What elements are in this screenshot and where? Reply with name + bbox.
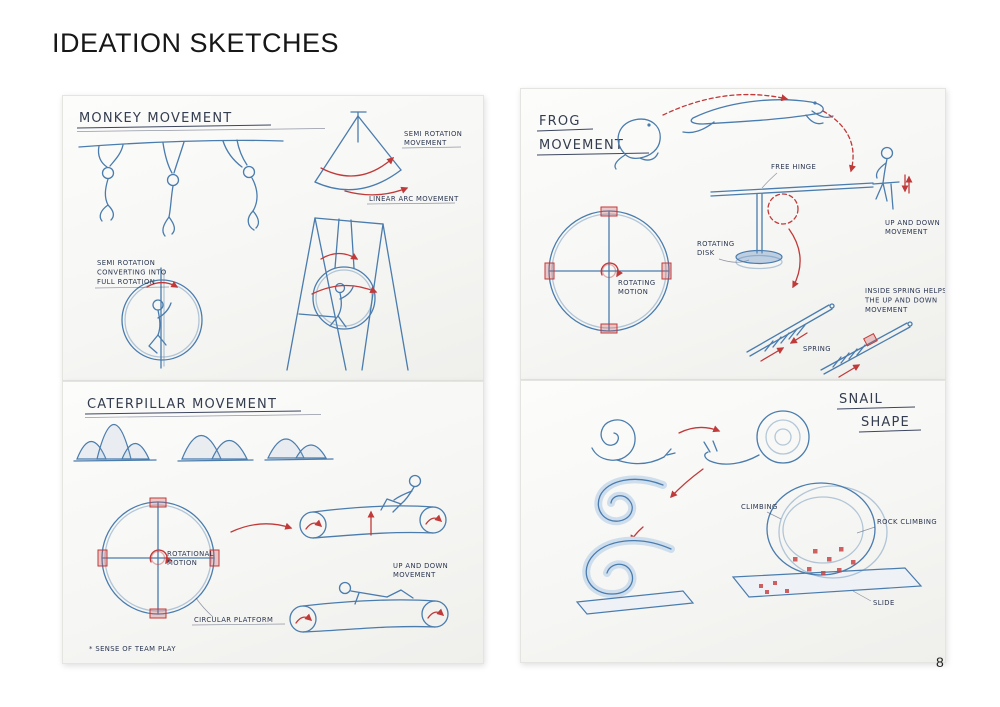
wheel-rotation-arrow (425, 514, 443, 525)
rotational-motion-label: ROTATIONAL (167, 550, 214, 558)
semi-to-full-label: CONVERTING INTO (97, 269, 167, 277)
spiral-snail-sketch (591, 419, 721, 465)
wheel-rotation-arrow (295, 613, 313, 624)
frog-movement-sheet: FROG MOVEMENT (520, 88, 946, 380)
free-hinge-label: FREE HINGE (771, 163, 816, 171)
hinge-highlight (767, 193, 799, 225)
disk-seat-brackets (544, 206, 672, 334)
hinge-to-spring-arrow (788, 228, 801, 289)
spring-piston-sketch (746, 303, 913, 378)
rotating-disk-label: DISK (697, 249, 715, 257)
team-play-note: * SENSE OF TEAM PLAY (89, 645, 176, 653)
spring-note-label: MOVEMENT (865, 306, 908, 314)
linear-arc-arrow (344, 186, 409, 196)
semi-rotation-label: MOVEMENT (404, 139, 447, 147)
caterpillar-humps-sketch (73, 424, 334, 462)
rotational-motion-label: MOTION (167, 559, 197, 567)
platform-seat-brackets (97, 497, 220, 619)
up-down-label: MOVEMENT (885, 228, 928, 236)
frog-sheet-header: FROG MOVEMENT (536, 114, 650, 156)
climbing-label: CLIMBING (741, 503, 778, 511)
up-down-label: UP AND DOWN (393, 562, 448, 570)
caterpillar-sheet-header: CATERPILLAR MOVEMENT (84, 397, 322, 418)
spring-compression-arrow (760, 347, 785, 362)
rotating-motion-label: ROTATING (618, 279, 656, 287)
wheel-rotation-arrow (305, 519, 323, 530)
spring-note-label: INSIDE SPRING HELPS (865, 287, 945, 295)
platform-rotation-arrow (149, 549, 173, 565)
page-number: 8 (936, 654, 944, 670)
frog-title: MOVEMENT (539, 138, 624, 153)
spring-bracket (863, 332, 878, 347)
spring-label: SPRING (803, 345, 831, 353)
rotating-disk-sketch (544, 206, 672, 334)
hanging-monkeys-sketch (78, 139, 284, 237)
monkey-movement-sketch: MONKEY MOVEMENT (76, 111, 462, 371)
semi-to-full-label: SEMI ROTATION (97, 259, 155, 267)
semi-rotation-label: SEMI ROTATION (404, 130, 462, 138)
swing-top-arrow (320, 252, 359, 260)
swing-ring-rotation-arrow (311, 284, 378, 295)
snail-title: SNAIL (839, 392, 883, 407)
rotating-motion-label: MOTION (618, 288, 648, 296)
climbing-ring-sketch (731, 482, 923, 598)
loop-slide-sketch (575, 475, 695, 615)
spring-note-label: THE UP AND DOWN (864, 297, 937, 305)
monkey-movement-sheet: MONKEY MOVEMENT (62, 95, 484, 381)
wheel-rotation-arrow (427, 608, 445, 619)
slide-label: SLIDE (873, 599, 895, 607)
monkey-title: MONKEY MOVEMENT (79, 111, 232, 126)
platform-to-roller-arrow (230, 522, 293, 533)
snail-sheet-header: SNAIL SHAPE (836, 392, 922, 433)
rock-climbing-label: ROCK CLIMBING (877, 518, 937, 526)
caterpillar-movement-sheet: CATERPILLAR MOVEMENT (62, 381, 484, 664)
seesaw-sketch (710, 146, 913, 289)
roller-seat-sketch-top (299, 474, 447, 539)
slab-climbing-marks (759, 581, 789, 594)
linear-arc-label: LINEAR ARC MOVEMENT (369, 195, 459, 203)
roller-seat-sketch-bottom (289, 581, 449, 633)
spring-compression-arrow (789, 332, 808, 344)
semi-rotation-arrow (320, 157, 395, 177)
snail-shape-sketch: .ribbon{stroke:#cfdeed;stroke-width:8;fi… (575, 392, 937, 615)
up-down-label: UP AND DOWN (885, 219, 940, 227)
jump-landing-arrow (822, 110, 856, 173)
semi-to-full-label: FULL ROTATION (97, 278, 155, 286)
snail-figure-sketch (670, 410, 810, 499)
pendulum-arc-sketch (314, 111, 409, 196)
up-down-label: MOVEMENT (393, 571, 436, 579)
jump-arc-arrow (662, 93, 789, 116)
circular-platform-label: CIRCULAR PLATFORM (194, 616, 273, 624)
rotating-ring-pole-sketch (121, 267, 203, 369)
caterpillar-title: CATERPILLAR MOVEMENT (87, 397, 277, 412)
caterpillar-movement-sketch: CATERPILLAR MOVEMENT (73, 397, 449, 653)
rotating-disk-label: ROTATING (697, 240, 735, 248)
frog-movement-sketch: FROG MOVEMENT (536, 93, 945, 378)
snail-title: SHAPE (861, 415, 910, 430)
circular-platform-sketch (97, 497, 220, 619)
spiral-to-snail-arrow (678, 425, 721, 434)
ring-climbing-holds (793, 547, 856, 576)
frog-figures-sketch (614, 93, 856, 173)
ring-rotation-arrow (146, 280, 179, 288)
disk-rotation-arrow (600, 262, 624, 278)
snail-shape-sheet: .ribbon{stroke:#cfdeed;stroke-width:8;fi… (520, 380, 946, 663)
page-title: IDEATION SKETCHES (52, 28, 340, 58)
frog-title: FROG (539, 114, 581, 129)
monkey-sheet-header: MONKEY MOVEMENT (76, 111, 326, 132)
swing-frame-sketch (286, 217, 409, 371)
snail-to-loop-arrow (670, 468, 704, 499)
spring-compression-arrow (838, 364, 861, 378)
